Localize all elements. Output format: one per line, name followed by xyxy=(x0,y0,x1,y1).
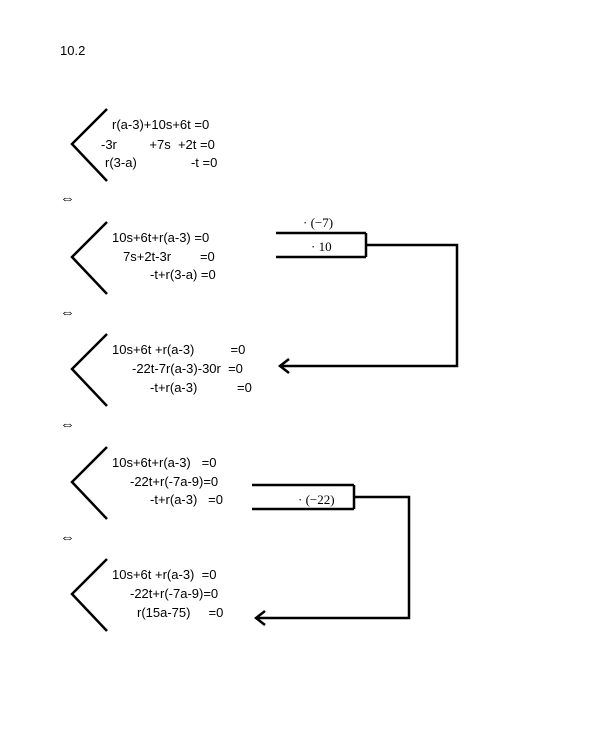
equation-row: 10s+6t+r(a-3) =0 xyxy=(112,230,210,245)
equivalence-symbol: ⇔ xyxy=(60,190,75,207)
arrowhead xyxy=(253,610,266,626)
row-factor-label: · (−22) xyxy=(298,492,335,507)
equation-row: -t+r(a-3) =0 xyxy=(150,492,223,507)
equation-row: r(a-3)+10s+6t =0 xyxy=(112,117,210,132)
equation-row: 10s+6t +r(a-3) =0 xyxy=(112,342,246,357)
equation-row: -t+r(3-a) =0 xyxy=(150,267,216,282)
equation-row: 10s+6t+r(a-3) =0 xyxy=(112,455,217,470)
system-bracket xyxy=(70,558,108,632)
system-bracket xyxy=(70,446,108,520)
system-bracket xyxy=(70,333,108,407)
equation-row: r(15a-75) =0 xyxy=(137,605,224,620)
equation-row: -22t+r(-7a-9)=0 xyxy=(130,586,219,601)
equation-row: -22t-7r(a-3)-30r =0 xyxy=(132,361,243,376)
arrowhead xyxy=(277,358,290,374)
row-operation-arrow xyxy=(282,243,459,368)
row-factor-label: · 10 xyxy=(311,239,332,254)
equivalence-symbol: ⇔ xyxy=(60,416,75,433)
system-bracket xyxy=(70,221,108,295)
system-bracket xyxy=(70,108,108,182)
equation-row: 7s+2t-3r =0 xyxy=(123,249,215,264)
equivalence-symbol: ⇔ xyxy=(60,529,75,546)
row-operation-arrow xyxy=(258,495,411,620)
equation-row: 10s+6t +r(a-3) =0 xyxy=(112,567,217,582)
exercise-number: 10.2 xyxy=(60,43,86,58)
equation-row: -t+r(a-3) =0 xyxy=(150,380,252,395)
equivalence-symbol: ⇔ xyxy=(60,304,75,321)
equation-row: r(3-a) -t =0 xyxy=(105,155,218,170)
equation-row: -22t+r(-7a-9)=0 xyxy=(130,474,219,489)
row-factor-label: · (−7) xyxy=(303,215,334,230)
equation-row: -3r +7s +2t =0 xyxy=(101,137,215,152)
